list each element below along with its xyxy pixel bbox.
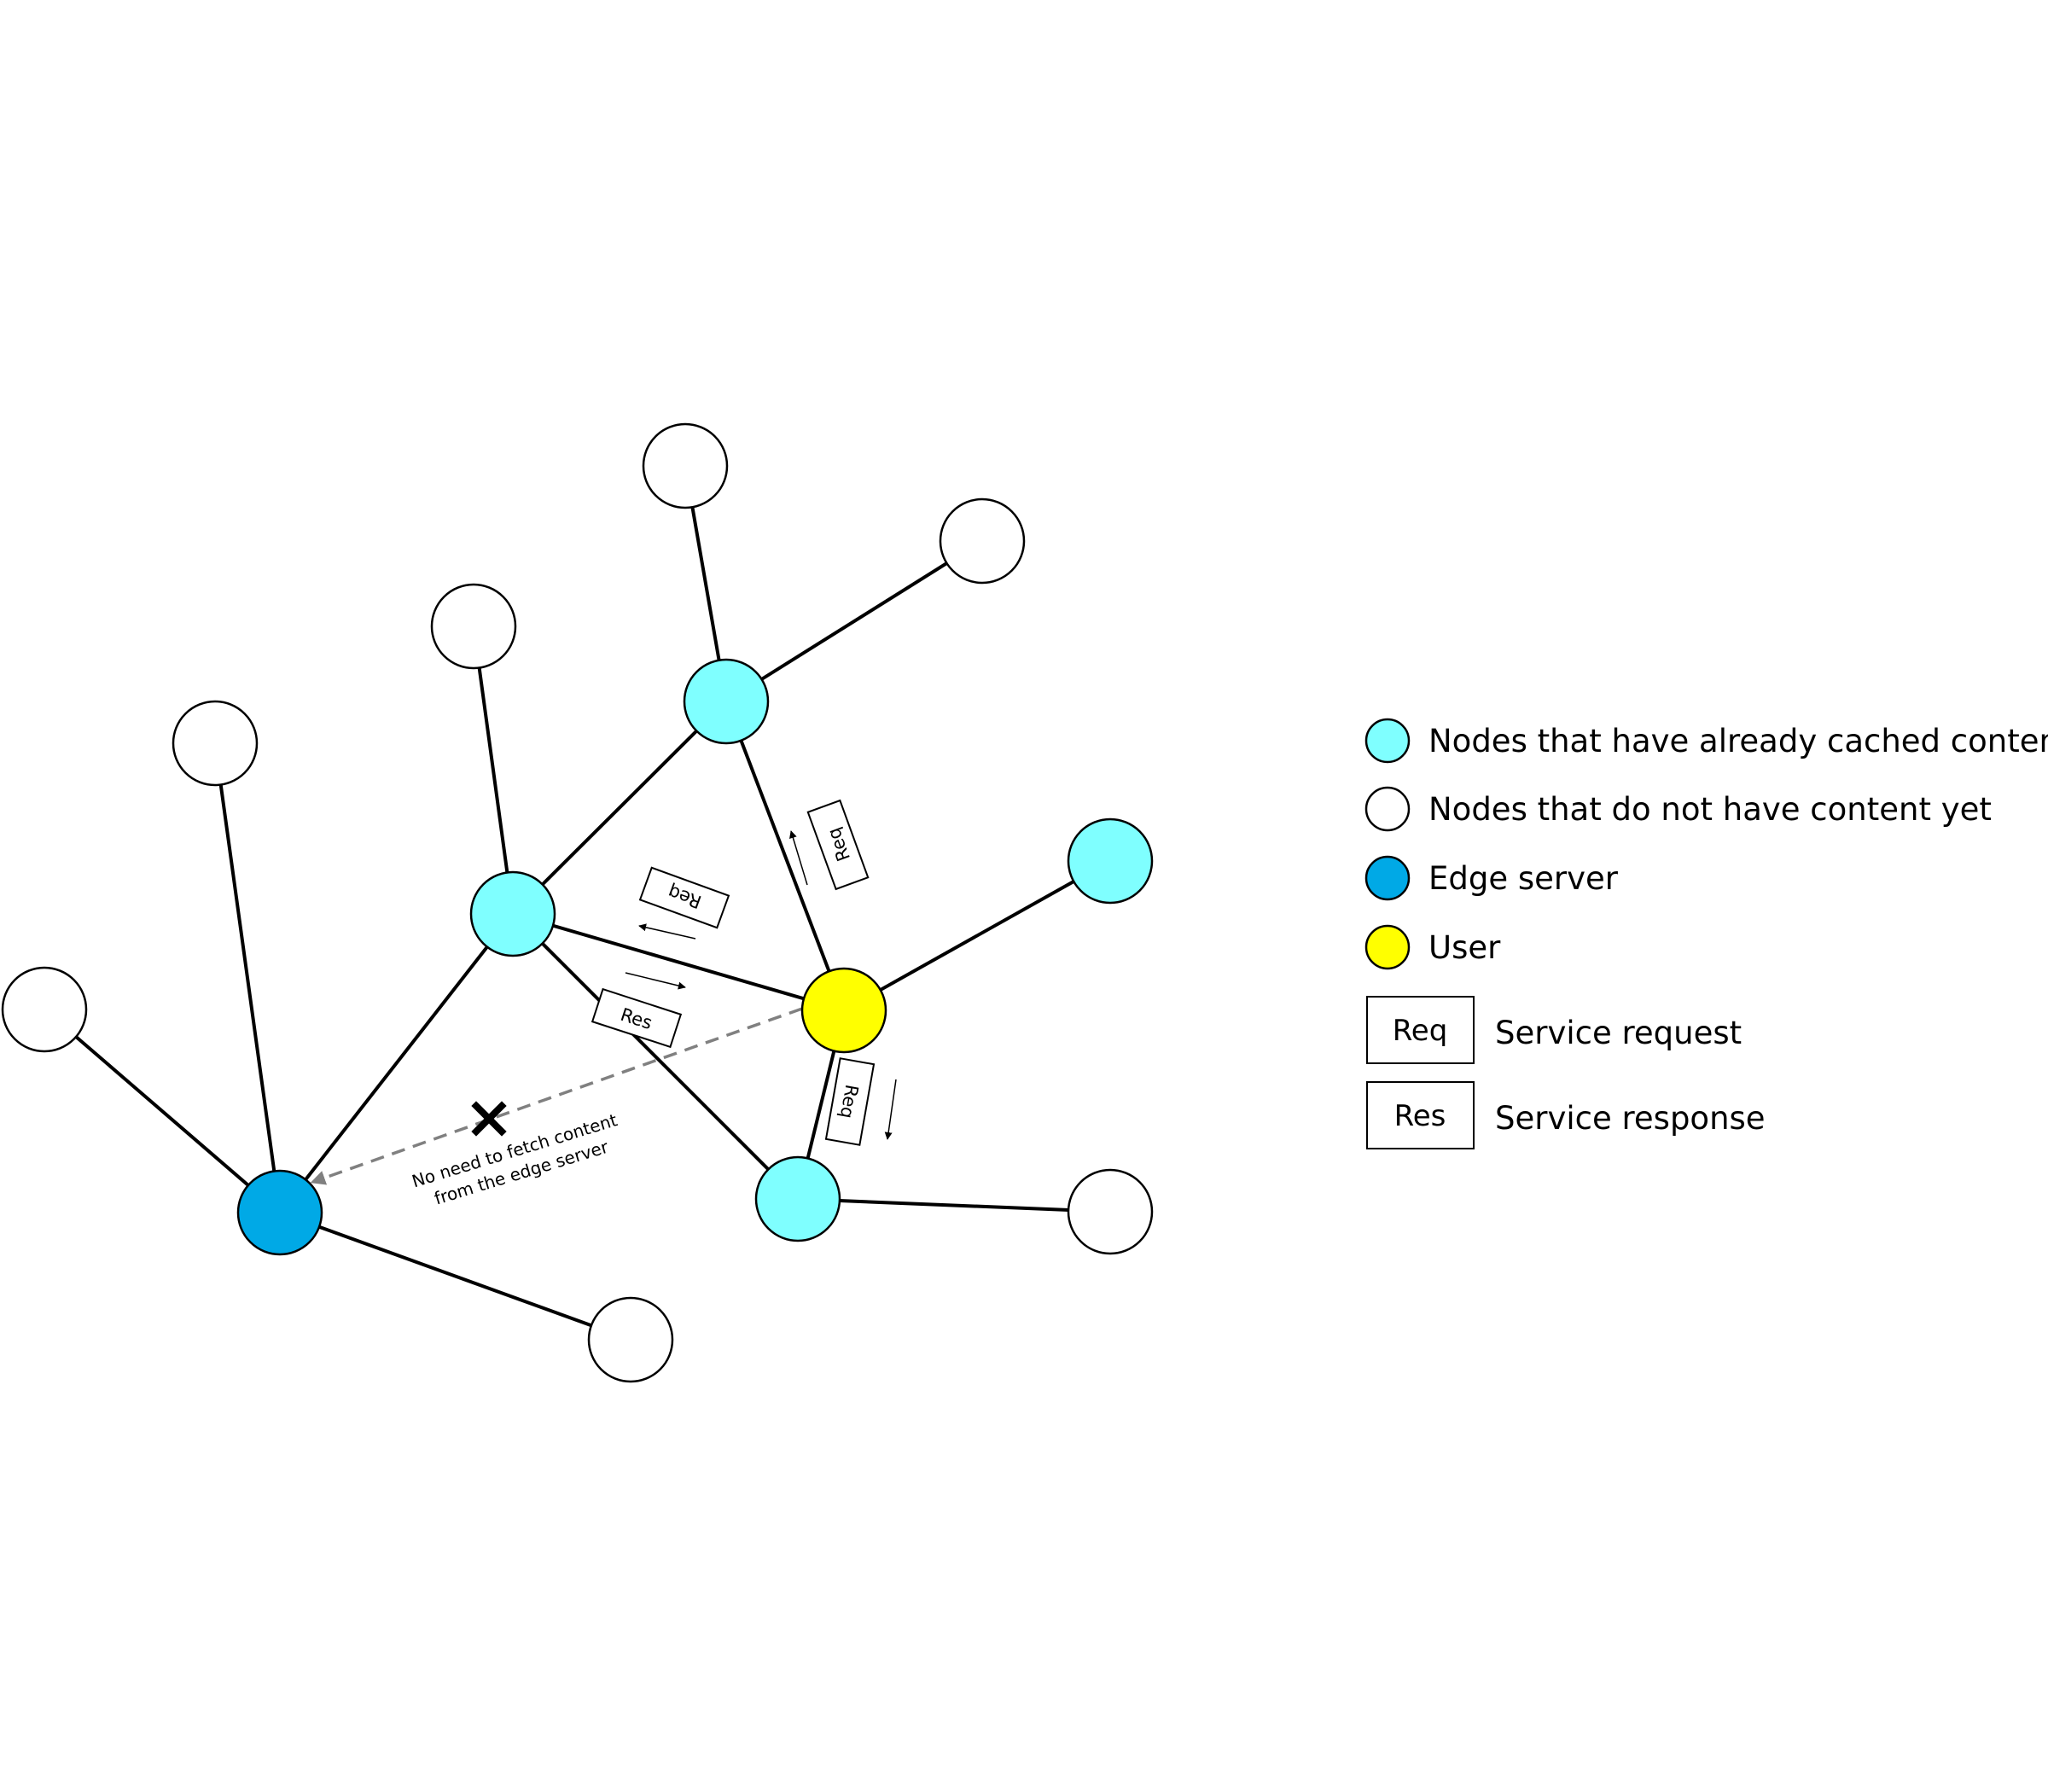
- legend-res-box: [1366, 1081, 1475, 1149]
- edge-cachedleft-cachedtop: [511, 700, 728, 916]
- legend-item-empty: Nodes that do not have content yet: [1364, 786, 1992, 832]
- node-empty-right: [1067, 1168, 1154, 1255]
- node-empty-top: [642, 422, 729, 509]
- edge-cachedtop-right: [724, 539, 984, 703]
- legend-label-edge-server: Edge server: [1428, 860, 1619, 897]
- req-tag-bottom: Req: [824, 1057, 876, 1146]
- node-user: [800, 967, 887, 1054]
- legend-swatch-user: [1364, 924, 1411, 970]
- legend-label-cached: Nodes that have already cached content: [1428, 723, 2048, 759]
- edge-user-cachedright: [843, 859, 1111, 1012]
- nodes: [1, 422, 1154, 1383]
- edge-cachedleft-top: [472, 625, 515, 915]
- edge-edgeserver-upperleft: [213, 742, 282, 1213]
- edge-edgeserver-cachedleft: [278, 912, 515, 1214]
- edge-cachedtop-user: [724, 701, 846, 1011]
- legend-label-user: User: [1428, 929, 1501, 966]
- edge-cachedbottom-right: [797, 1197, 1111, 1213]
- legend-item-edge-server: Edge server: [1364, 855, 1619, 901]
- node-empty-topright: [939, 497, 1026, 585]
- cross-icon: [471, 1101, 507, 1137]
- legend-swatch-edge-server: [1364, 855, 1411, 901]
- edge-edgeserver-bottom: [279, 1211, 631, 1341]
- req-tag-top: Req: [806, 799, 870, 891]
- req-arrow-mid: [638, 923, 696, 940]
- edge-cachedleft-user: [512, 912, 845, 1012]
- legend-swatch-empty: [1364, 786, 1411, 832]
- legend-res-tag: Res: [1394, 1099, 1446, 1133]
- legend-res-label: Service response: [1495, 1100, 1766, 1137]
- req-tag-mid: Req: [638, 866, 730, 929]
- req-arrow-top: [789, 830, 808, 886]
- legend-req-tag: Req: [1393, 1014, 1448, 1048]
- edge-cachedleft-cachedbottom: [511, 912, 800, 1201]
- edge-edgeserver-left: [43, 1008, 282, 1214]
- node-cached-bottom: [754, 1155, 841, 1242]
- legend-label-empty: Nodes that do not have content yet: [1428, 791, 1992, 828]
- node-empty-upperleft: [172, 700, 259, 787]
- node-empty-bottom: [587, 1296, 674, 1383]
- res-arrow-mid: [625, 972, 686, 990]
- legend: Nodes that have already cached content N…: [1364, 718, 2048, 1149]
- edges: [43, 465, 1111, 1341]
- legend-item-cached: Nodes that have already cached content: [1364, 718, 2048, 764]
- legend-item-user: User: [1364, 924, 1501, 970]
- legend-swatch-cached: [1364, 718, 1411, 764]
- node-cached-left: [469, 870, 556, 957]
- legend-req-box: [1366, 996, 1475, 1064]
- fetch-note: No need to fetch content from the edge s…: [410, 1109, 620, 1208]
- node-cached-top: [683, 658, 770, 745]
- req-arrow-bottom: [884, 1079, 897, 1140]
- legend-item-res: Res Service response: [1366, 1081, 1766, 1149]
- node-empty-left: [1, 966, 88, 1053]
- legend-req-label: Service request: [1495, 1015, 1742, 1051]
- node-cached-right: [1067, 817, 1154, 905]
- res-tag-mid: Res: [591, 987, 683, 1049]
- node-edge-server: [236, 1169, 323, 1256]
- node-empty-top-left: [430, 583, 517, 670]
- legend-item-req: Req Service request: [1366, 996, 1742, 1064]
- dashed-fetch-arrow: [310, 1007, 803, 1185]
